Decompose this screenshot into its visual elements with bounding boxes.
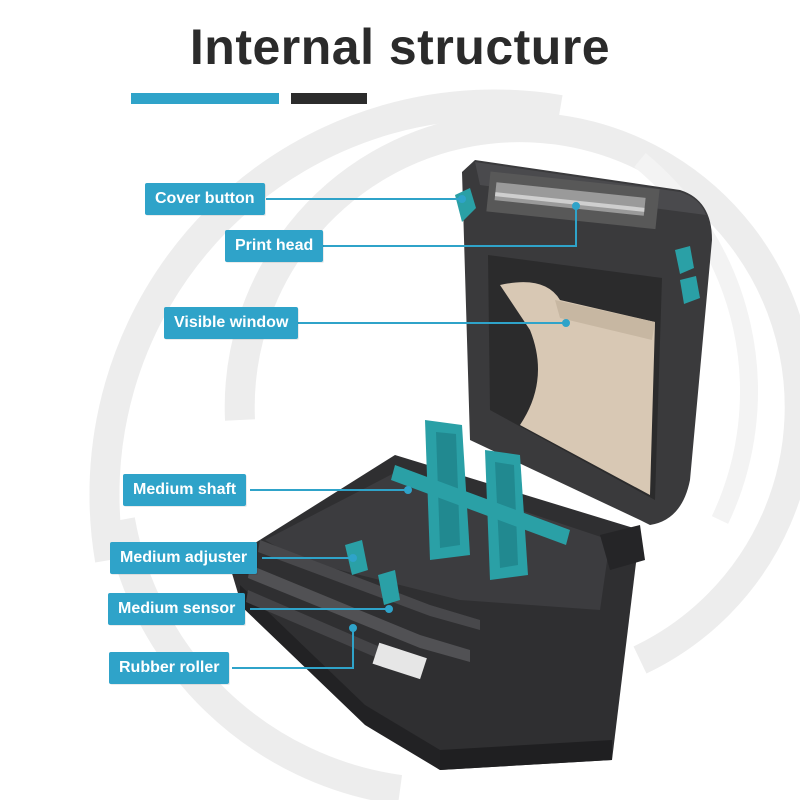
label-medium-sensor: Medium sensor [108, 593, 246, 625]
title-underline-dark [291, 93, 367, 104]
label-rubber-roller: Rubber roller [109, 652, 230, 684]
label-visible-window: Visible window [164, 307, 299, 339]
page-title: Internal structure [189, 19, 611, 75]
title-underline-accent [131, 93, 279, 104]
label-medium-shaft: Medium shaft [123, 474, 247, 506]
label-print-head: Print head [225, 230, 324, 262]
label-cover-button: Cover button [145, 183, 265, 215]
label-medium-adjuster: Medium adjuster [110, 542, 258, 574]
